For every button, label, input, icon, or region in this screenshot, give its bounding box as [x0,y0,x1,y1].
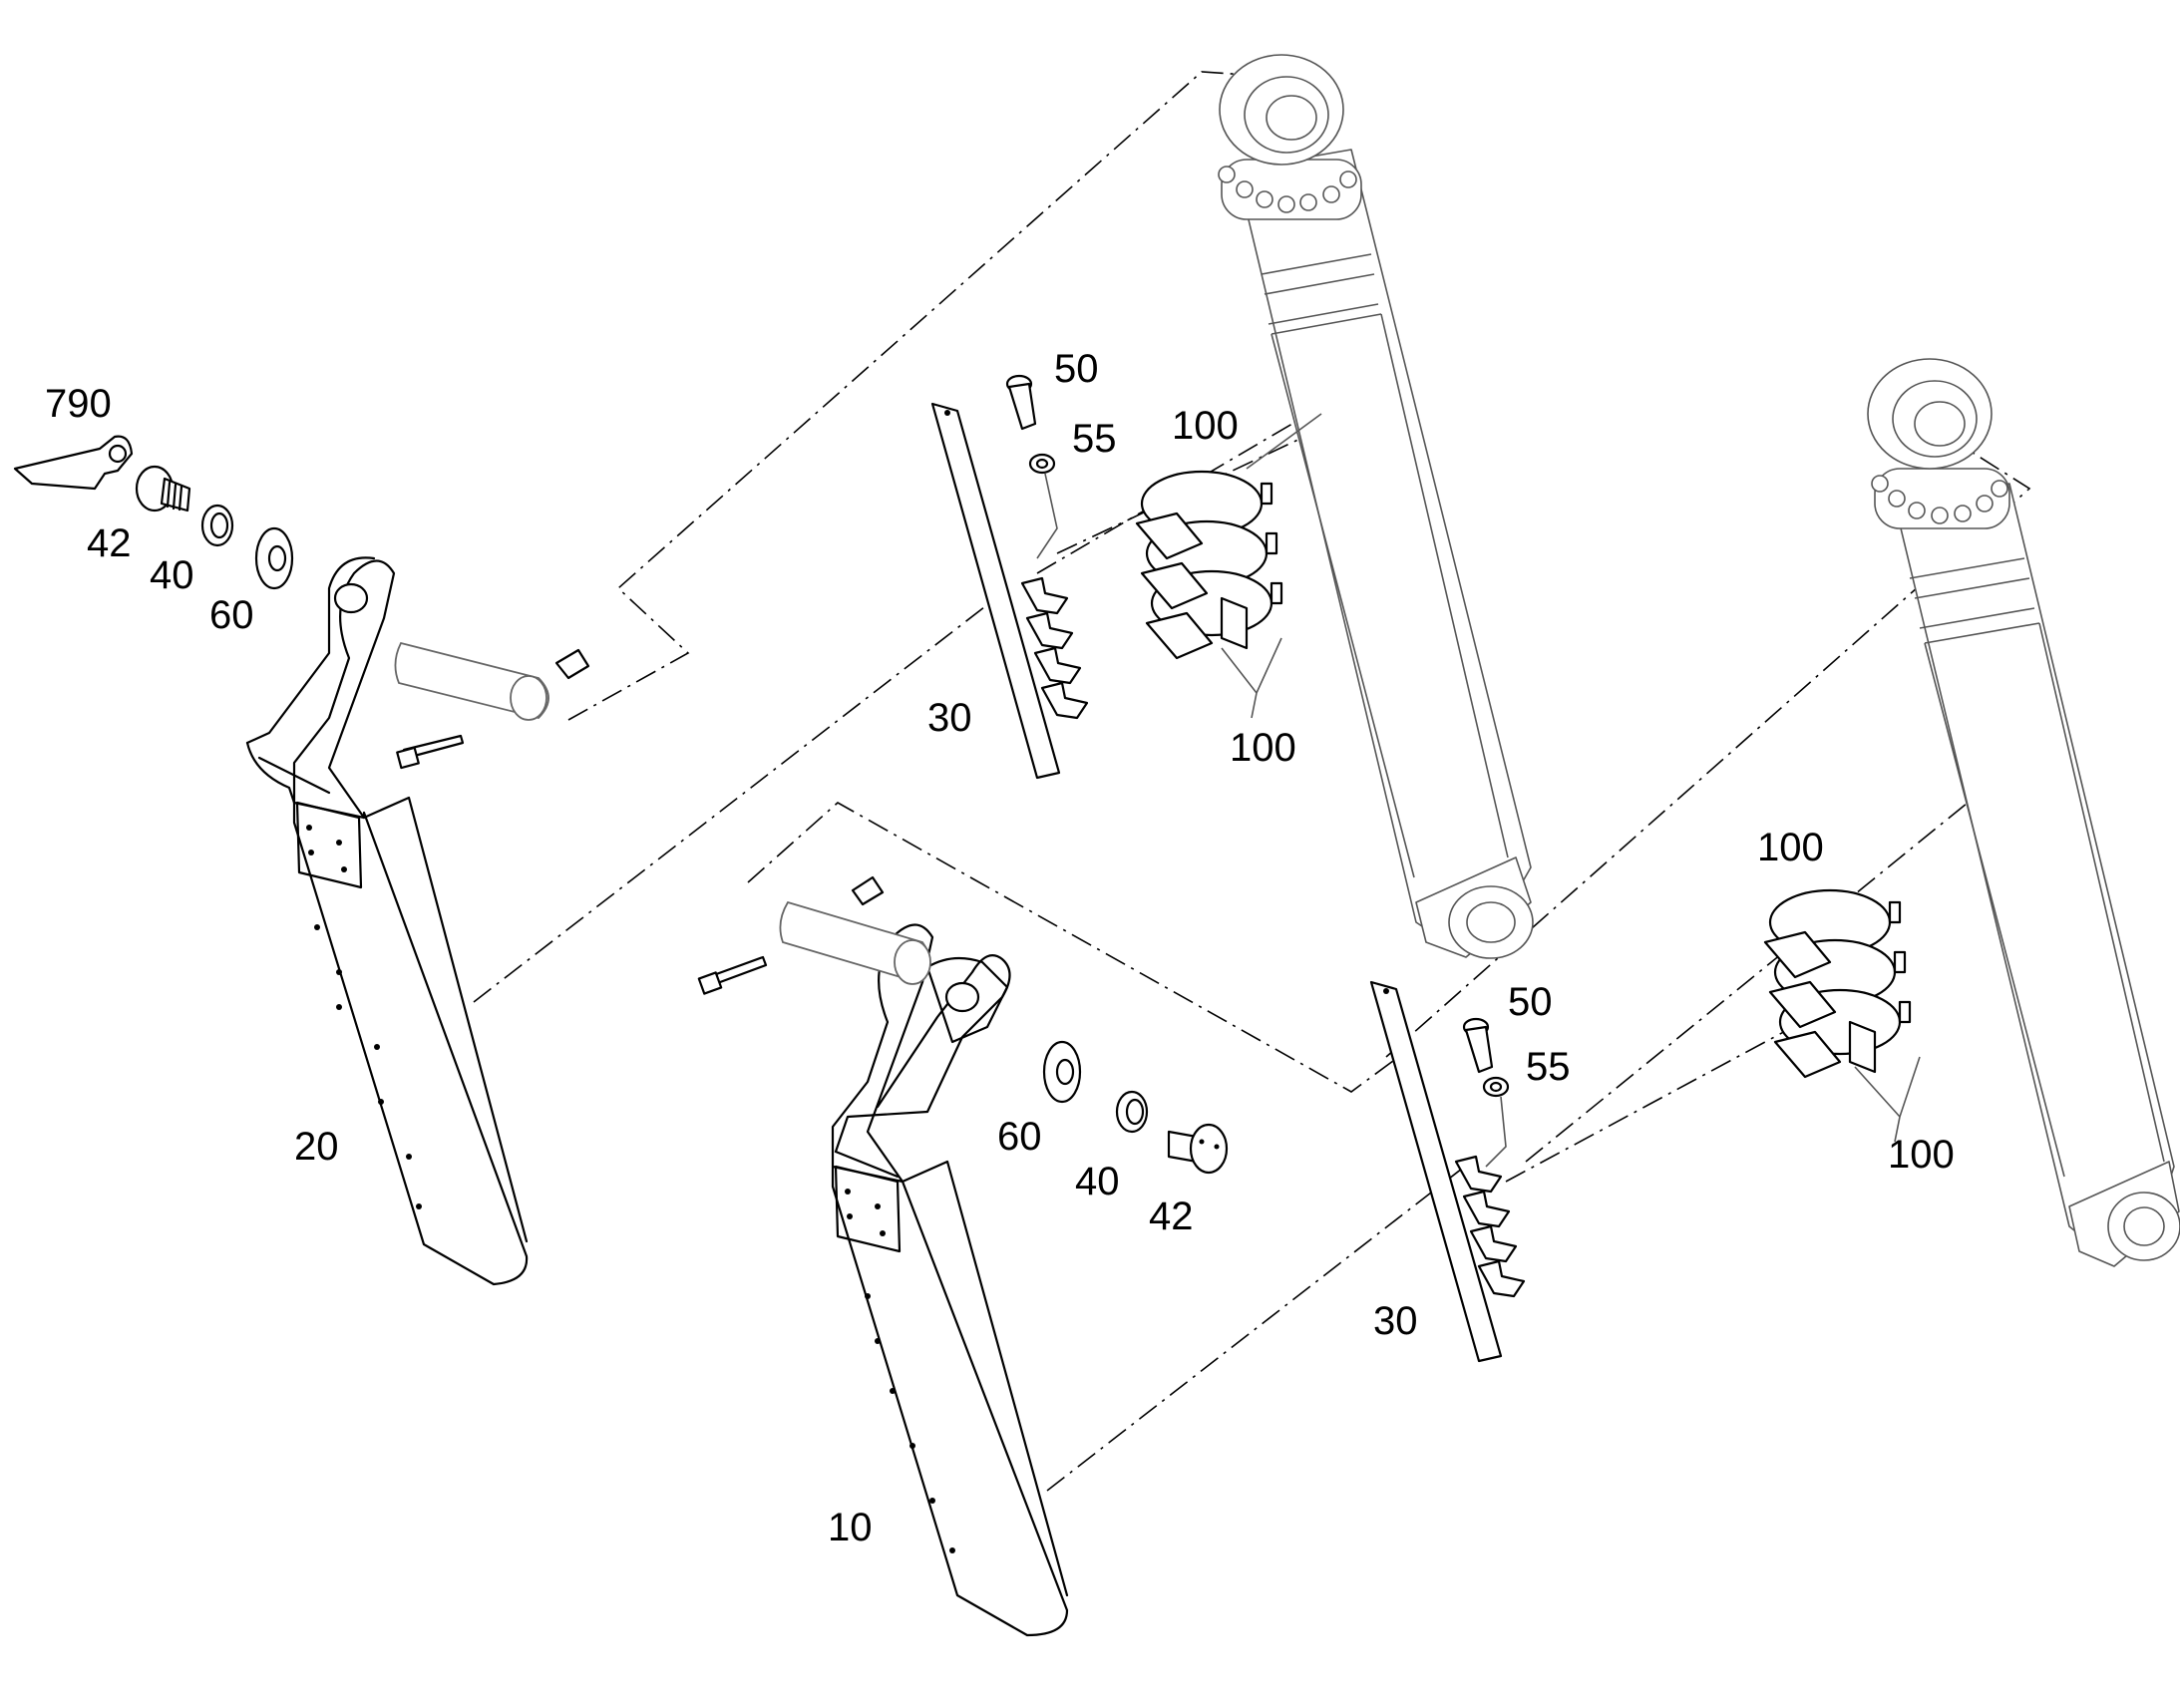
callout-60-upper: 60 [209,593,254,637]
callout-42-upper: 42 [87,521,132,565]
callout-10: 10 [828,1506,873,1549]
leader-100-upper [1221,637,1282,719]
bolt-part-42-upper [135,465,191,512]
washer-part-55-lower [1482,1076,1510,1098]
leader-50-55-upper [1036,473,1058,559]
callout-55-lower: 55 [1526,1045,1571,1089]
callout-40-upper: 40 [150,553,194,597]
callout-42-lower: 42 [1149,1195,1194,1238]
assembly-centerlines [473,71,2031,1492]
leader-100-lower [1854,1056,1921,1143]
support-arm-part-20 [245,556,529,1286]
callout-30-lower: 30 [1373,1299,1418,1343]
washer-part-40-lower [1115,1090,1149,1134]
lock-plate-part-790 [13,435,134,491]
pivot-pin-upper [394,641,590,770]
callout-30-upper: 30 [927,696,972,740]
callout-50-upper: 50 [1054,347,1099,391]
support-arm-part-10 [831,923,1069,1637]
leader-100-upper-top [1246,413,1322,470]
leader-50-55-lower [1485,1096,1507,1168]
hose-clamp-set-part-100-upper [1135,470,1283,660]
callout-60-lower: 60 [997,1115,1042,1159]
hydraulic-cylinder-lower [1867,358,2180,1267]
washer-part-40-upper [200,504,234,547]
clamp-bar-part-30-upper [930,402,1089,780]
washer-part-60-lower [1042,1040,1082,1104]
bolt-part-42-lower [1167,1123,1229,1175]
callout-20: 20 [294,1125,339,1169]
callout-790: 790 [45,382,112,426]
pivot-pin-lower [697,875,931,995]
callout-55-upper: 55 [1072,417,1117,461]
callout-40-lower: 40 [1075,1160,1120,1203]
callout-100-upper-top: 100 [1172,404,1239,448]
callout-100-lower-bottom: 100 [1888,1133,1955,1177]
washer-part-55-upper [1028,453,1056,475]
callout-50-lower: 50 [1508,980,1553,1024]
hydraulic-cylinder-upper [1218,54,1534,959]
clamp-bar-part-30-lower [1369,980,1526,1363]
callout-100-lower-top: 100 [1757,826,1824,869]
washer-part-60-upper [254,526,294,590]
hose-clamp-set-part-100-lower [1763,888,1912,1079]
bolt-part-50-upper [1005,374,1037,431]
bolt-part-50-lower [1462,1017,1494,1074]
callout-100-upper-bottom: 100 [1230,726,1296,770]
